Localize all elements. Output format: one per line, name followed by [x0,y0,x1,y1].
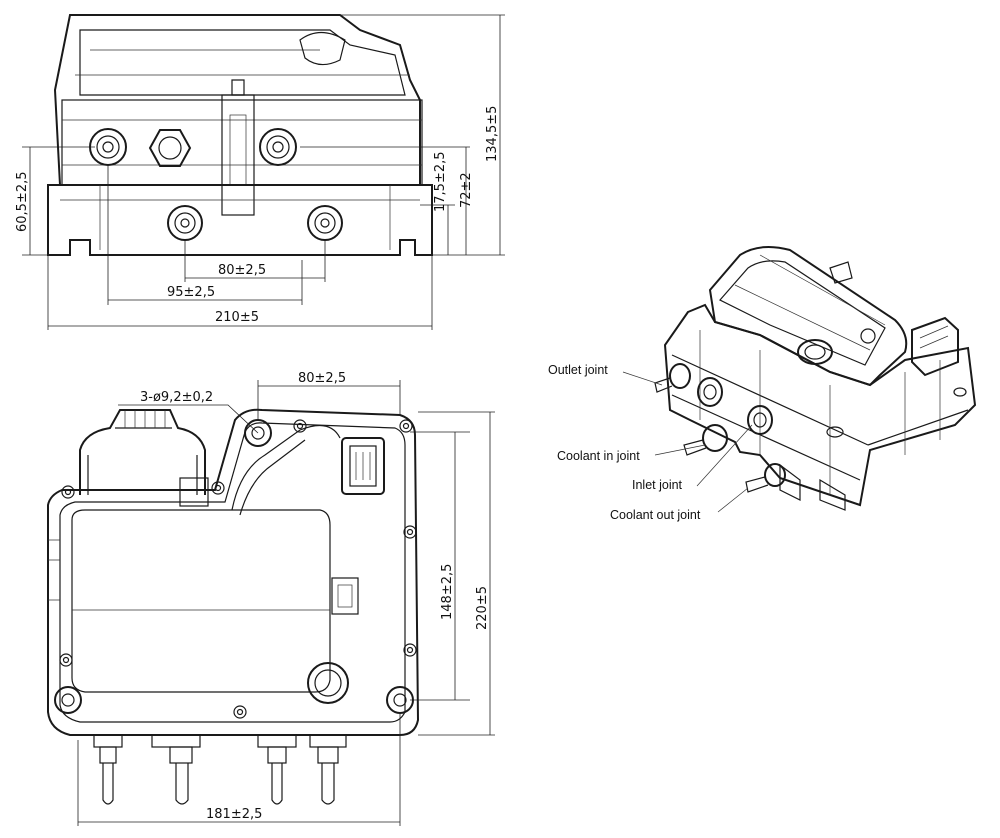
inlet-fitting-2 [747,405,773,435]
coolant-in-fitting [683,424,728,456]
dim-holes: 3-ø9,2±0,2 [140,390,213,405]
dim-181: 181±2,5 [206,807,262,822]
dim-height-60: 60,5±2,5 [15,171,30,232]
dim-148: 148±2,5 [440,564,455,620]
coolant-out-fitting [745,463,786,493]
top-view: 3-ø9,2±0,2 80±2,5 148±2,5 220±5 181±2,5 [47,371,495,826]
dim-width-80: 80±2,5 [218,263,266,278]
iso-view: Outlet joint Coolant in joint Inlet join… [548,245,977,522]
callout-inlet-joint: Inlet joint [632,478,683,492]
front-view: 60,5±2,5 17,5±2,5 72±2 134,5±5 80±2,5 95… [15,14,505,330]
dim-width-210: 210±5 [215,310,259,325]
dim-height-17: 17,5±2,5 [433,151,448,212]
fitting-1 [93,734,123,805]
dim-top-80: 80±2,5 [298,371,346,386]
fitting-4 [309,734,347,805]
dim-height-72: 72±2 [459,172,474,208]
inlet-joint-fitting [697,377,723,407]
callout-coolant-out-joint: Coolant out joint [610,508,701,522]
callout-outlet-joint: Outlet joint [548,363,608,377]
fitting-2 [151,734,201,805]
callout-coolant-in-joint: Coolant in joint [557,449,640,463]
outlet-joint-fitting [654,363,691,393]
dim-height-134: 134,5±5 [485,106,500,162]
dim-220: 220±5 [475,586,490,630]
fitting-3 [257,734,297,805]
dim-width-95: 95±2,5 [167,285,215,300]
